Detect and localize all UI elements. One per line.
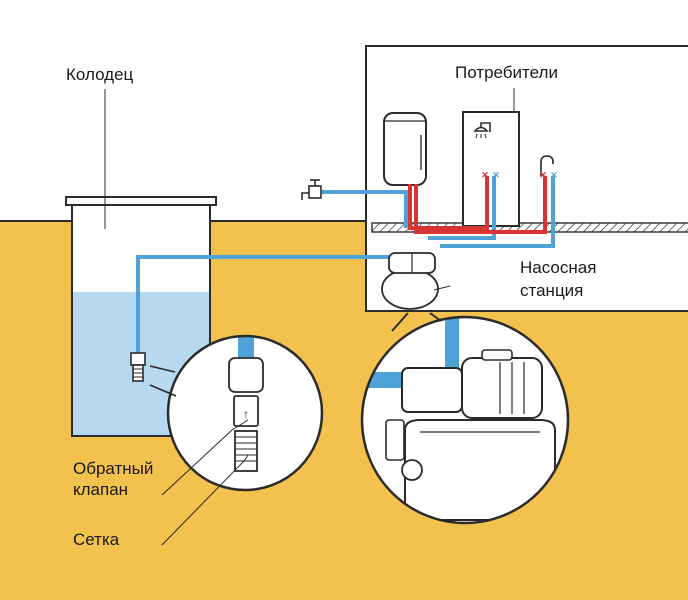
pump-station bbox=[381, 252, 451, 310]
shower-cabin bbox=[462, 111, 520, 227]
svg-text:↑: ↑ bbox=[243, 407, 249, 421]
well-label: Колодец bbox=[66, 65, 134, 84]
tap-icon bbox=[301, 179, 322, 200]
well-cap bbox=[65, 196, 217, 206]
consumers-label: Потребители bbox=[455, 63, 558, 82]
water-heater-icon bbox=[383, 112, 427, 186]
check-valve-leader bbox=[161, 419, 249, 496]
strainer-leader bbox=[161, 454, 249, 546]
mixer-valves: ✕ ✕ ✕ ✕ bbox=[481, 170, 558, 180]
pump-zoom bbox=[360, 312, 570, 525]
shower-icon bbox=[473, 122, 491, 139]
cold-pipes bbox=[428, 176, 555, 248]
valve-zoom: ↑ bbox=[149, 334, 324, 492]
svg-text:✕: ✕ bbox=[481, 170, 489, 180]
tank-icon bbox=[404, 419, 556, 521]
svg-text:✕: ✕ bbox=[539, 170, 547, 180]
tap-pipe bbox=[318, 190, 408, 228]
check-valve-label-2: клапан bbox=[73, 480, 128, 499]
pump-station-label-1: Насосная bbox=[520, 258, 596, 277]
svg-text:✕: ✕ bbox=[550, 170, 558, 180]
pump-station-label-2: станция bbox=[520, 281, 583, 300]
strainer-label: Сетка bbox=[73, 530, 120, 549]
hot-pipes bbox=[408, 176, 547, 234]
faucet-icon bbox=[540, 155, 554, 176]
svg-text:✕: ✕ bbox=[492, 170, 500, 180]
check-valve-label-1: Обратный bbox=[73, 459, 153, 478]
check-valve-small bbox=[130, 352, 146, 366]
suction-pipe bbox=[136, 255, 392, 362]
